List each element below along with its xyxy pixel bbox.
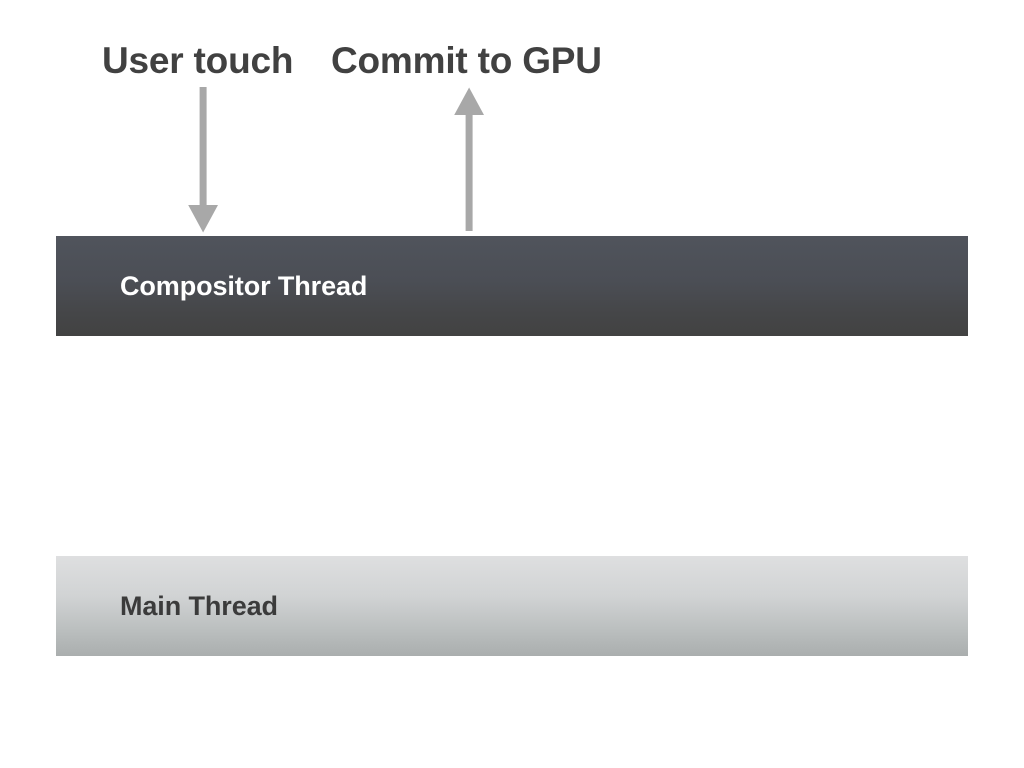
annotation-label-user-touch: User touch	[102, 40, 294, 81]
arrow-up-icon	[449, 86, 489, 232]
arrow-down-icon	[183, 86, 223, 234]
lane-compositor-thread: Compositor Thread	[56, 236, 968, 336]
lane-main-thread: Main Thread	[56, 556, 968, 656]
annotation-label-commit-to-gpu: Commit to GPU	[331, 40, 602, 81]
arrow-up-glyph	[454, 87, 484, 231]
arrow-down-glyph	[188, 87, 218, 233]
lane-label-compositor-thread: Compositor Thread	[120, 271, 368, 301]
lane-label-main-thread: Main Thread	[120, 591, 278, 621]
